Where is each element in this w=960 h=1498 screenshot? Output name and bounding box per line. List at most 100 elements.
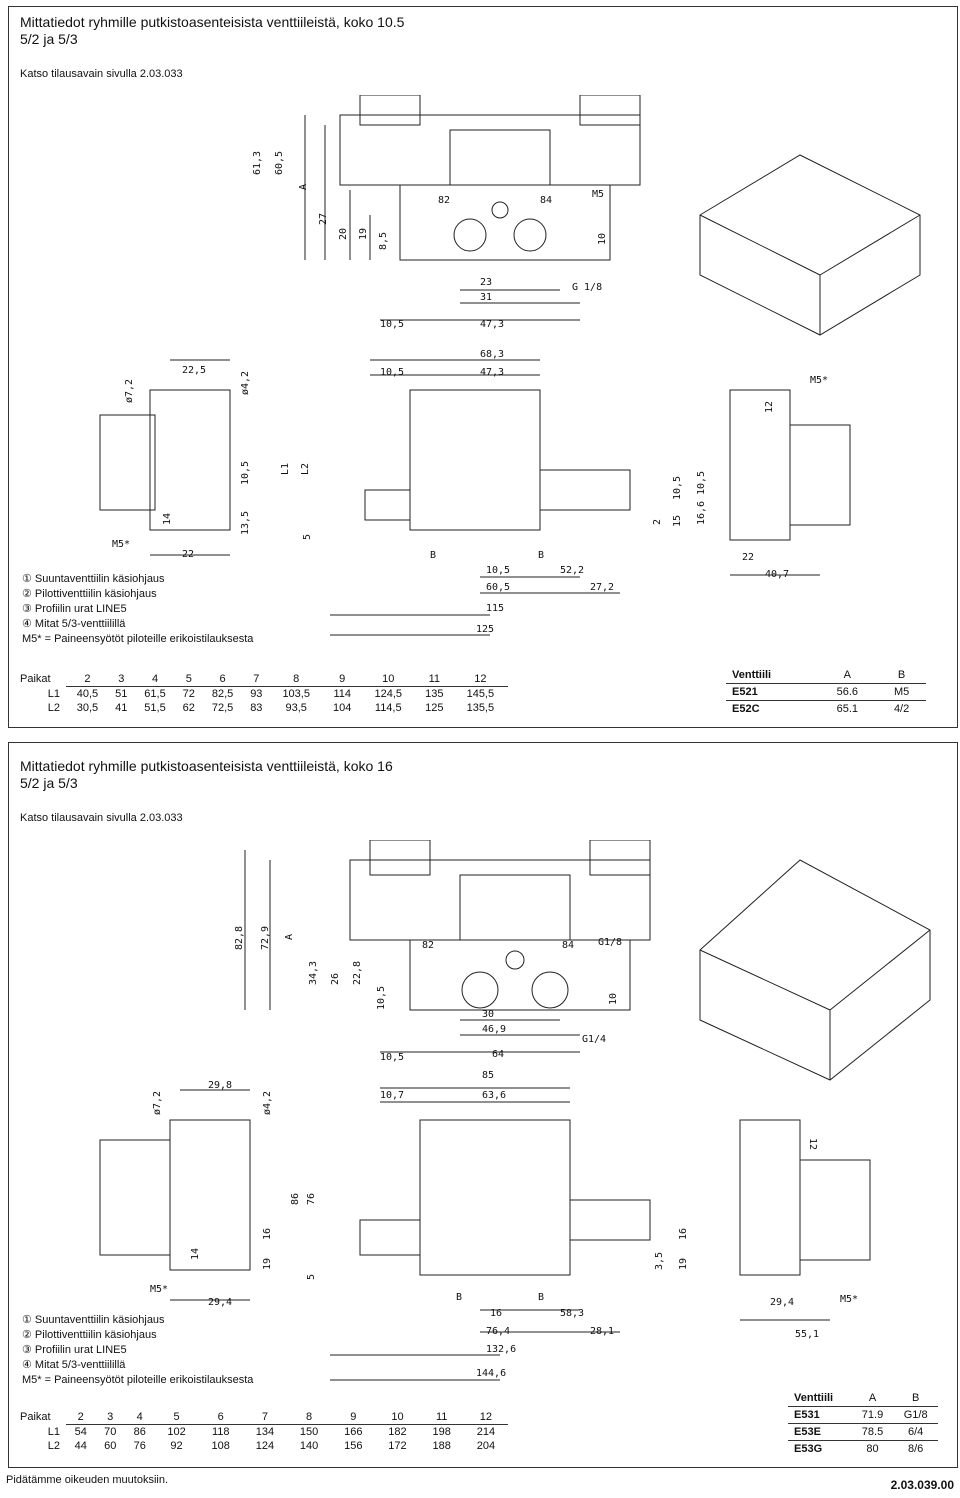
table-cell: 156 <box>344 1440 363 1452</box>
dim: G1/4 <box>582 1034 606 1045</box>
table-cell: 72 <box>182 688 195 700</box>
table-cell: 114 <box>333 688 351 700</box>
note-item: ③ Profiilin urat LINE5 <box>22 1344 127 1356</box>
table-cell: 135,5 <box>466 702 495 714</box>
dim: 26 <box>330 973 341 985</box>
table-cell: 134 <box>255 1426 275 1438</box>
table-cell: 118 <box>211 1426 230 1438</box>
table-cell: 62 <box>182 702 195 714</box>
position-cell: 9 <box>323 672 361 687</box>
dim: M5* <box>810 375 828 386</box>
valve-header: B <box>877 667 926 684</box>
section-1-drawing: 61,3 60,5 A 27 20 19 8,5 23 31 10,5 47,3… <box>99 95 921 636</box>
dim: 10,5 <box>380 367 404 378</box>
section-2-subtitle: 5/2 ja 5/3 <box>20 775 78 791</box>
table-cell: 135 <box>425 688 444 700</box>
dim: B <box>538 550 544 561</box>
note-item: M5* = Paineensyötöt piloteille erikoisti… <box>22 633 254 645</box>
section-1-valve-table: Venttiili A B E521 56.6 M5 E52C 65.1 4/2 <box>726 667 926 717</box>
dim: 85 <box>482 1070 494 1081</box>
dim: 60,5 <box>486 582 510 593</box>
table-cell: 102 <box>167 1426 186 1438</box>
dim: 84 <box>540 195 552 206</box>
dim: M5* <box>150 1284 168 1295</box>
table-cell: 51 <box>115 688 128 700</box>
valve-header: Venttiili <box>788 1390 852 1407</box>
dim: 19 <box>262 1258 273 1270</box>
manifold-front <box>409 939 631 1011</box>
table-cell: 108 <box>211 1440 230 1452</box>
section-1-ref: Katso tilausavain sivulla 2.03.033 <box>20 68 183 80</box>
valve-cell: 8/6 <box>908 1443 924 1455</box>
table-cell: 44 <box>74 1440 87 1452</box>
table-cell: 93 <box>250 688 263 700</box>
dim: 12 <box>764 401 775 413</box>
section-1-dim-labels: 61,3 60,5 A 27 20 19 8,5 23 31 10,5 47,3… <box>112 151 828 635</box>
position-cell: 12 <box>463 1410 508 1425</box>
table-header-label: Paikat <box>20 673 51 686</box>
table-cell: 70 <box>104 1426 117 1438</box>
valve-cell: 71.9 <box>851 1406 894 1424</box>
table-cell: 86 <box>133 1426 146 1438</box>
dim: M5 <box>592 189 604 200</box>
table-cell: 76 <box>133 1440 146 1452</box>
valve-cell: 56.6 <box>817 683 878 701</box>
table-cell: 204 <box>476 1440 496 1452</box>
dim: 2 <box>652 519 663 525</box>
table-cell: 188 <box>432 1440 451 1452</box>
note-item: ① Suuntaventtiilin käsiohjaus <box>22 1314 165 1326</box>
row-label: L2 <box>47 702 60 714</box>
valve-header: B <box>893 1390 938 1407</box>
dim: B <box>538 1292 544 1303</box>
dim: 27 <box>318 213 329 225</box>
dim: 10 <box>597 233 608 245</box>
dim: 10,5 <box>696 471 707 495</box>
table-cell: 40,5 <box>76 688 99 700</box>
row-label: L1 <box>47 1425 60 1438</box>
dim: 16,6 <box>696 501 707 525</box>
manifold-front <box>399 184 611 261</box>
valve-code: E531 <box>788 1406 852 1424</box>
valve-cell: 65.1 <box>836 703 858 715</box>
table-cell: 93,5 <box>285 702 307 714</box>
dim: 47,3 <box>480 319 504 330</box>
dim: 20 <box>338 228 349 240</box>
section-2-valve-table: Venttiili A B E531 71.9 G1/8 E53E 78.5 6… <box>788 1390 938 1457</box>
valve-code: E53E <box>788 1423 852 1441</box>
dim: 22,8 <box>352 961 363 985</box>
dim: 27,2 <box>590 582 614 593</box>
section-2-dim-labels: 82,8 72,9 A 34,3 26 22,8 10,5 30 46,9 10… <box>150 926 858 1379</box>
dim: 34,3 <box>308 961 319 985</box>
table-cell: 83 <box>250 702 263 714</box>
table-cell: 103,5 <box>282 688 310 700</box>
side-view-right <box>739 1119 801 1276</box>
dim: A <box>284 934 295 940</box>
row-label: L1 <box>47 687 60 700</box>
dim: ø7,2 <box>124 379 135 403</box>
dim: 23 <box>480 277 492 288</box>
dim: 46,9 <box>482 1024 506 1035</box>
table-cell: 92 <box>170 1440 183 1452</box>
dim: 72,9 <box>260 926 271 950</box>
dim: 29,4 <box>770 1297 794 1308</box>
dim: 10 <box>608 993 619 1005</box>
table-cell: 198 <box>432 1426 451 1438</box>
valve-header: A <box>851 1390 894 1407</box>
dim: G 1/8 <box>572 282 602 293</box>
dim: 47,3 <box>480 367 504 378</box>
note-item: ④ Mitat 5/3-venttiilillä <box>22 1359 126 1371</box>
dim: B <box>456 1292 462 1303</box>
table-cell: 60 <box>104 1440 117 1452</box>
dim: 115 <box>486 603 504 614</box>
dim: 19 <box>678 1258 689 1270</box>
table-cell: 140 <box>299 1440 319 1452</box>
valve-header: Venttiili <box>726 667 818 684</box>
valve-code: E52C <box>732 703 760 715</box>
section-1-panel <box>8 6 958 728</box>
top-view-middle <box>419 1119 571 1276</box>
note-item: ② Pilottiventtiilin käsiohjaus <box>22 1329 157 1341</box>
dim: ø4,2 <box>262 1091 273 1115</box>
valve-code: E53G <box>794 1443 823 1455</box>
table-cell: 150 <box>299 1426 319 1438</box>
table-cell: 30,5 <box>76 702 99 714</box>
